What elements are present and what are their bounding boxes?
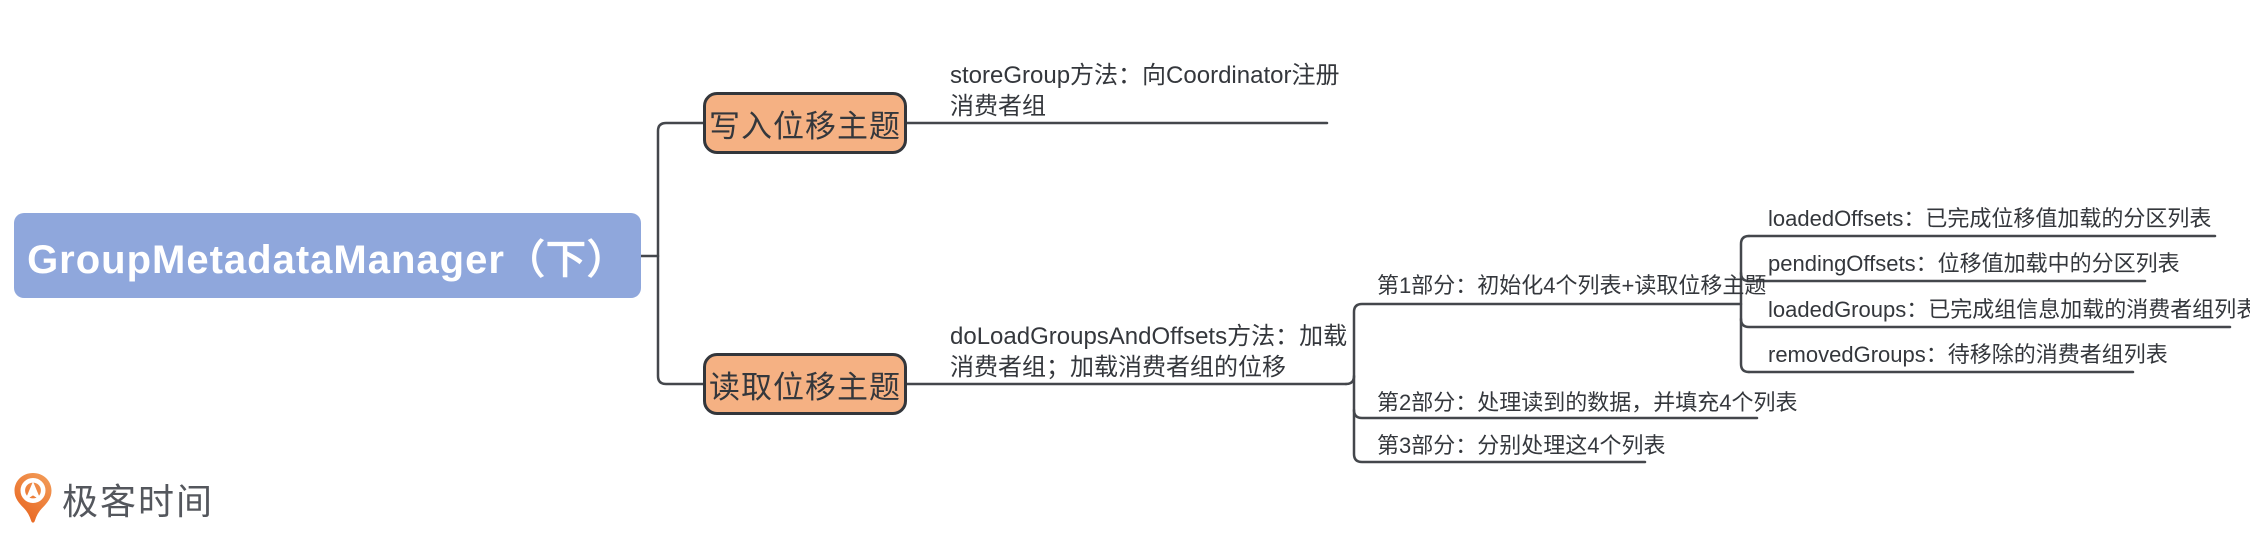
topic-part-1[interactable]: 第1部分：初始化4个列表+读取位移主题 (1377, 273, 1767, 298)
topic-write-offsets[interactable]: 写入位移主题 (703, 92, 907, 154)
topic-list-loadedoffsets[interactable]: loadedOffsets：已完成位移值加载的分区列表 (1768, 206, 2212, 231)
topic-part-3[interactable]: 第3部分：分别处理这4个列表 (1377, 433, 1666, 458)
geektime-logo: 极客时间 (13, 472, 214, 526)
topic-list-removedgroups[interactable]: removedGroups：待移除的消费者组列表 (1768, 342, 2168, 367)
topic-read-offsets[interactable]: 读取位移主题 (703, 353, 907, 415)
geektime-logo-icon (14, 473, 52, 523)
geektime-logo-text: 极客时间 (62, 481, 215, 522)
topic-list-loadedgroups[interactable]: loadedGroups：已完成组信息加载的消费者组列表 (1768, 297, 2250, 322)
topic-list-pendingoffsets[interactable]: pendingOffsets：位移值加载中的分区列表 (1768, 251, 2180, 276)
topic-part-2[interactable]: 第2部分：处理读到的数据，并填充4个列表 (1377, 390, 1798, 415)
note-doloadgroupsandoffsets-method[interactable]: doLoadGroupsAndOffsets方法：加载 消费者组；加载消费者组的… (950, 323, 1348, 381)
root-topic[interactable]: GroupMetadataManager（下） (14, 213, 641, 298)
note-storegroup-method[interactable]: storeGroup方法：向Coordinator注册 消费者组 (950, 62, 1340, 120)
